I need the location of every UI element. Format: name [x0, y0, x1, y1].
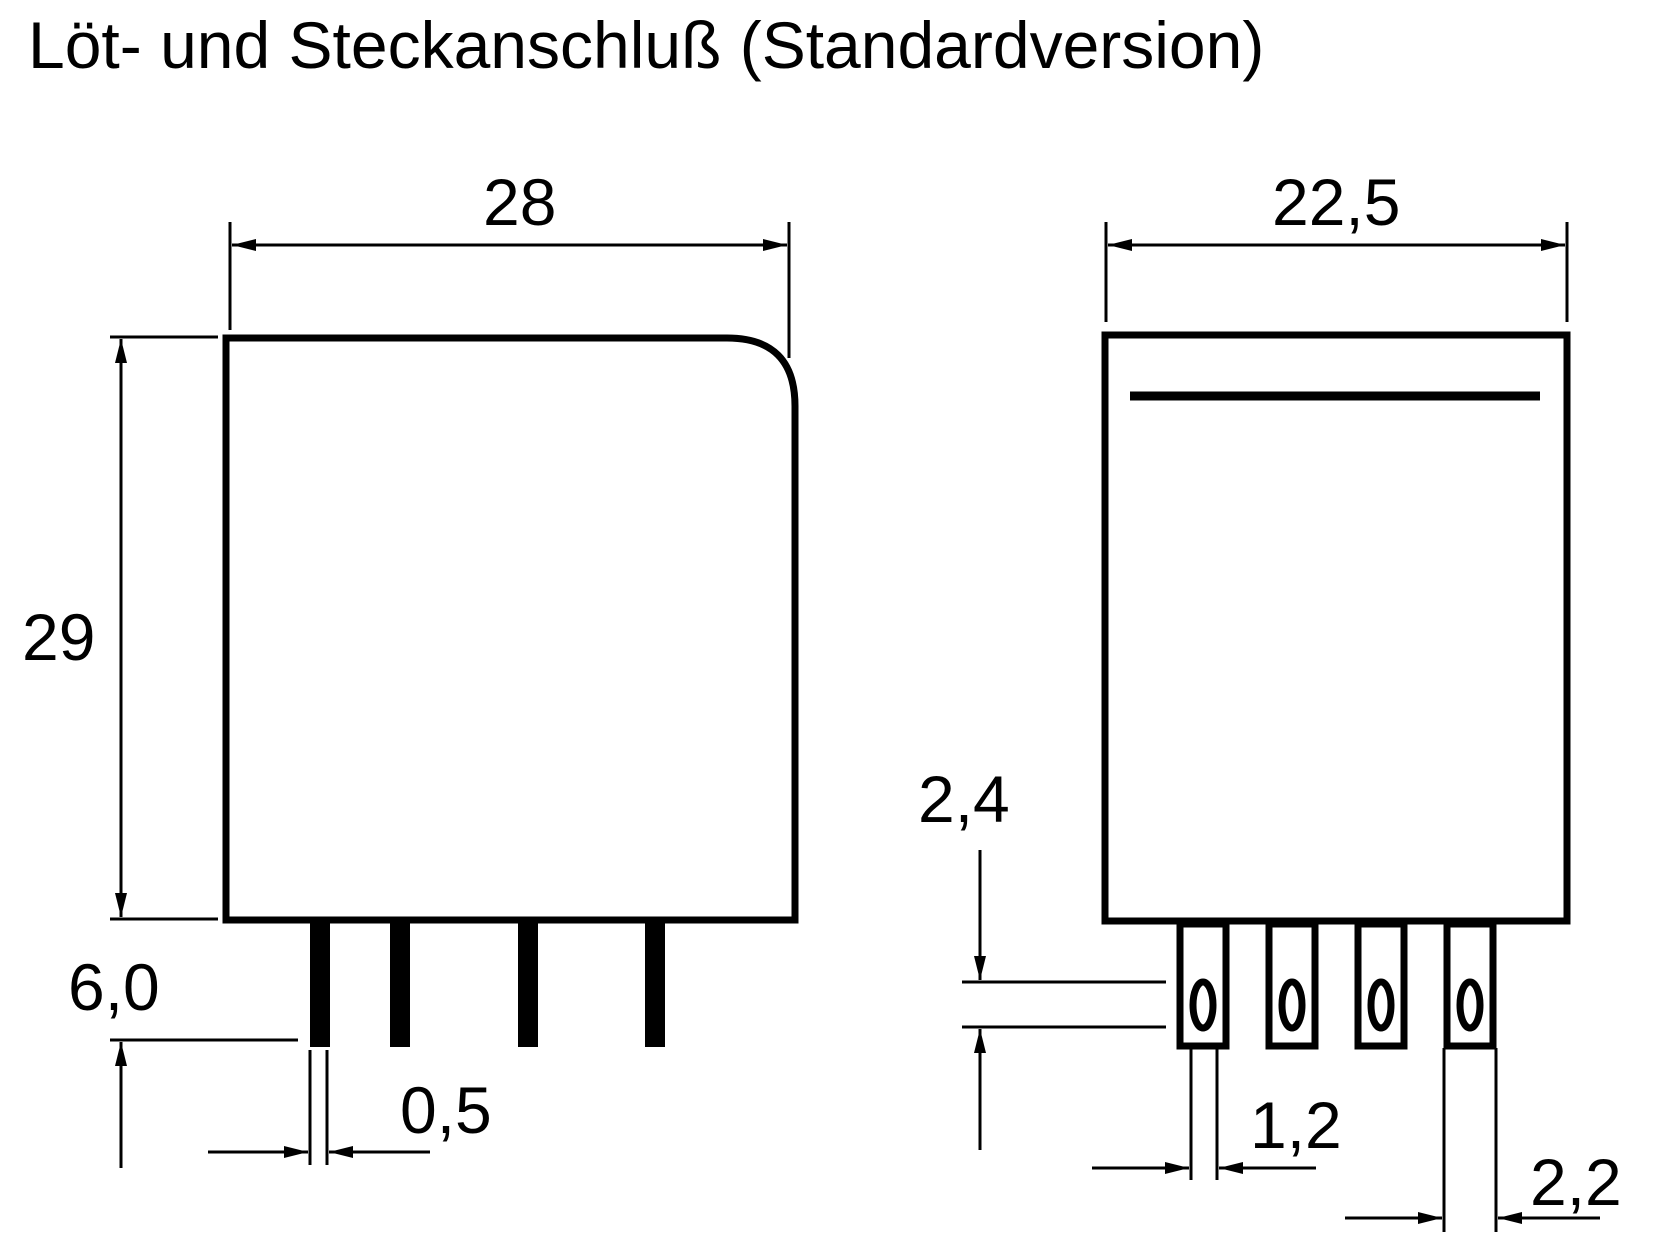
side-view-body-outline — [222, 334, 799, 924]
front-view-body-outline — [1101, 331, 1571, 925]
side-pin-2 — [390, 923, 410, 1047]
dimension-tab-width-outer: 2,2 — [1345, 1048, 1622, 1232]
side-height-label: 29 — [22, 600, 95, 674]
side-pin-1 — [310, 923, 330, 1047]
side-pin-4 — [645, 923, 665, 1047]
side-width-label: 28 — [483, 165, 556, 239]
front-width-label: 22,5 — [1272, 165, 1400, 239]
front-tab-2 — [1265, 920, 1319, 1050]
front-view — [1101, 331, 1571, 1050]
front-tab-3 — [1354, 920, 1408, 1050]
tab-width-inner-label: 1,2 — [1250, 1088, 1342, 1162]
drawing-title: Löt- und Steckanschluß (Standardversion) — [28, 8, 1264, 82]
pin-thickness-label: 0,5 — [400, 1073, 492, 1147]
front-tab-1 — [1176, 920, 1230, 1050]
dimension-hole-offset: 2,4 — [918, 762, 1166, 1150]
side-pin-3 — [518, 923, 538, 1047]
dimension-pin-thickness: 0,5 — [208, 1050, 492, 1165]
pin-length-label: 6,0 — [68, 950, 160, 1024]
dimension-front-width: 22,5 — [1104, 165, 1569, 322]
dimension-pin-length: 6,0 — [68, 950, 298, 1168]
dimension-side-height: 29 — [22, 335, 218, 921]
dimension-tab-width-inner: 1,2 — [1092, 1048, 1342, 1180]
dimension-side-width: 28 — [228, 165, 791, 358]
hole-offset-label: 2,4 — [918, 762, 1010, 836]
side-view — [222, 334, 799, 1047]
tab-width-outer-label: 2,2 — [1530, 1145, 1622, 1219]
front-tab-4 — [1443, 920, 1497, 1050]
